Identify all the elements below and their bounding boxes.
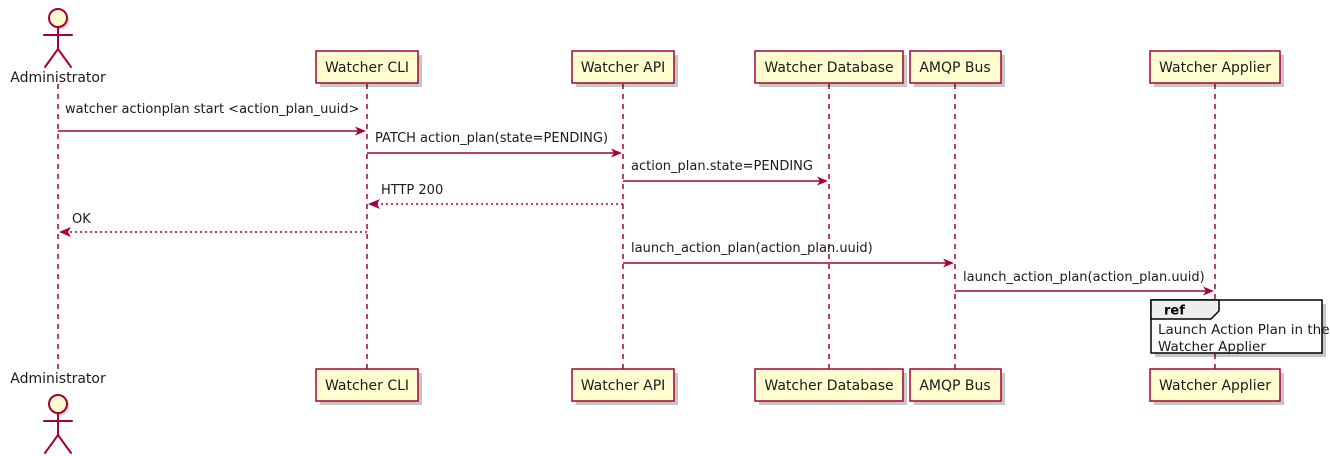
participant-label-watcher-api: Watcher API bbox=[581, 60, 666, 76]
message-label: launch_action_plan(action_plan.uuid) bbox=[963, 270, 1205, 285]
participant-box-watcher-applier[interactable]: Watcher Applier bbox=[1149, 368, 1284, 405]
participant-label-watcher-applier: Watcher Applier bbox=[1159, 60, 1271, 76]
message-arrowhead-filled bbox=[943, 258, 954, 268]
participant-box-watcher-database[interactable]: Watcher Database bbox=[754, 50, 907, 87]
message-arrowhead-filled bbox=[355, 126, 366, 136]
participant-box-rect bbox=[571, 368, 675, 402]
message-msg-3[interactable]: action_plan.state=PENDING bbox=[623, 159, 828, 186]
message-msg-2[interactable]: PATCH action_plan(state=PENDING) bbox=[367, 131, 622, 158]
participant-label-amqp-bus: AMQP Bus bbox=[919, 60, 990, 76]
message-label: launch_action_plan(action_plan.uuid) bbox=[631, 241, 873, 256]
message-arrowhead-filled bbox=[611, 148, 622, 158]
ref-frame-line-1: Watcher Applier bbox=[1158, 339, 1266, 355]
participant-box-watcher-api[interactable]: Watcher API bbox=[571, 368, 678, 405]
message-msg-4[interactable]: HTTP 200 bbox=[368, 183, 623, 209]
participant-label-watcher-database: Watcher Database bbox=[764, 60, 893, 76]
participant-box-rect bbox=[754, 368, 904, 402]
message-msg-1[interactable]: watcher actionplan start <action_plan_uu… bbox=[58, 102, 366, 136]
participant-box-watcher-api[interactable]: Watcher API bbox=[571, 50, 678, 87]
participant-label-watcher-database: Watcher Database bbox=[764, 378, 893, 394]
message-label: PATCH action_plan(state=PENDING) bbox=[375, 131, 608, 146]
ref-frame-tab-label: ref bbox=[1164, 304, 1185, 319]
participant-box-rect bbox=[1149, 50, 1281, 84]
actor-body-icon bbox=[43, 26, 73, 68]
message-label: action_plan.state=PENDING bbox=[631, 159, 813, 174]
participant-box-rect bbox=[571, 50, 675, 84]
actor-administrator[interactable]: Administrator bbox=[10, 371, 106, 454]
message-arrowhead-filled bbox=[817, 176, 828, 186]
participant-label-watcher-cli: Watcher CLI bbox=[325, 60, 409, 76]
participant-box-rect bbox=[909, 368, 1002, 402]
participant-label-watcher-api: Watcher API bbox=[581, 378, 666, 394]
participant-box-watcher-applier[interactable]: Watcher Applier bbox=[1149, 50, 1284, 87]
participant-box-rect bbox=[909, 50, 1002, 84]
participant-box-watcher-cli[interactable]: Watcher CLI bbox=[315, 50, 422, 87]
participant-box-rect bbox=[315, 50, 419, 84]
participant-box-rect bbox=[1149, 368, 1281, 402]
participant-box-watcher-cli[interactable]: Watcher CLI bbox=[315, 368, 422, 405]
message-msg-5[interactable]: OK bbox=[59, 212, 367, 237]
actor-head-icon bbox=[48, 394, 68, 414]
participant-label-amqp-bus: AMQP Bus bbox=[919, 378, 990, 394]
actor-label-administrator: Administrator bbox=[10, 70, 106, 86]
actor-head-icon bbox=[48, 8, 68, 28]
participant-box-watcher-database[interactable]: Watcher Database bbox=[754, 368, 907, 405]
ref-frame-tab bbox=[1150, 299, 1220, 320]
participant-label-watcher-cli: Watcher CLI bbox=[325, 378, 409, 394]
actor-label-administrator: Administrator bbox=[10, 371, 106, 387]
participant-label-watcher-applier: Watcher Applier bbox=[1159, 378, 1271, 394]
actor-body-icon bbox=[43, 412, 73, 454]
actor-administrator[interactable]: Administrator bbox=[10, 8, 106, 86]
message-label: OK bbox=[72, 212, 91, 227]
lifelines-layer bbox=[57, 84, 1216, 369]
participant-box-rect bbox=[754, 50, 904, 84]
message-arrowhead-filled bbox=[1203, 286, 1214, 296]
message-arrowhead-open bbox=[59, 227, 71, 237]
ref-frame-line-0: Launch Action Plan in the bbox=[1158, 322, 1330, 338]
message-msg-7[interactable]: launch_action_plan(action_plan.uuid) bbox=[955, 270, 1214, 296]
participant-box-amqp-bus[interactable]: AMQP Bus bbox=[909, 368, 1005, 405]
messages-layer: watcher actionplan start <action_plan_uu… bbox=[58, 102, 1214, 296]
message-arrowhead-open bbox=[368, 199, 380, 209]
participant-box-amqp-bus[interactable]: AMQP Bus bbox=[909, 50, 1005, 87]
message-label: watcher actionplan start <action_plan_uu… bbox=[65, 102, 359, 117]
participant-box-rect bbox=[315, 368, 419, 402]
message-label: HTTP 200 bbox=[381, 183, 443, 198]
message-msg-6[interactable]: launch_action_plan(action_plan.uuid) bbox=[623, 241, 954, 268]
